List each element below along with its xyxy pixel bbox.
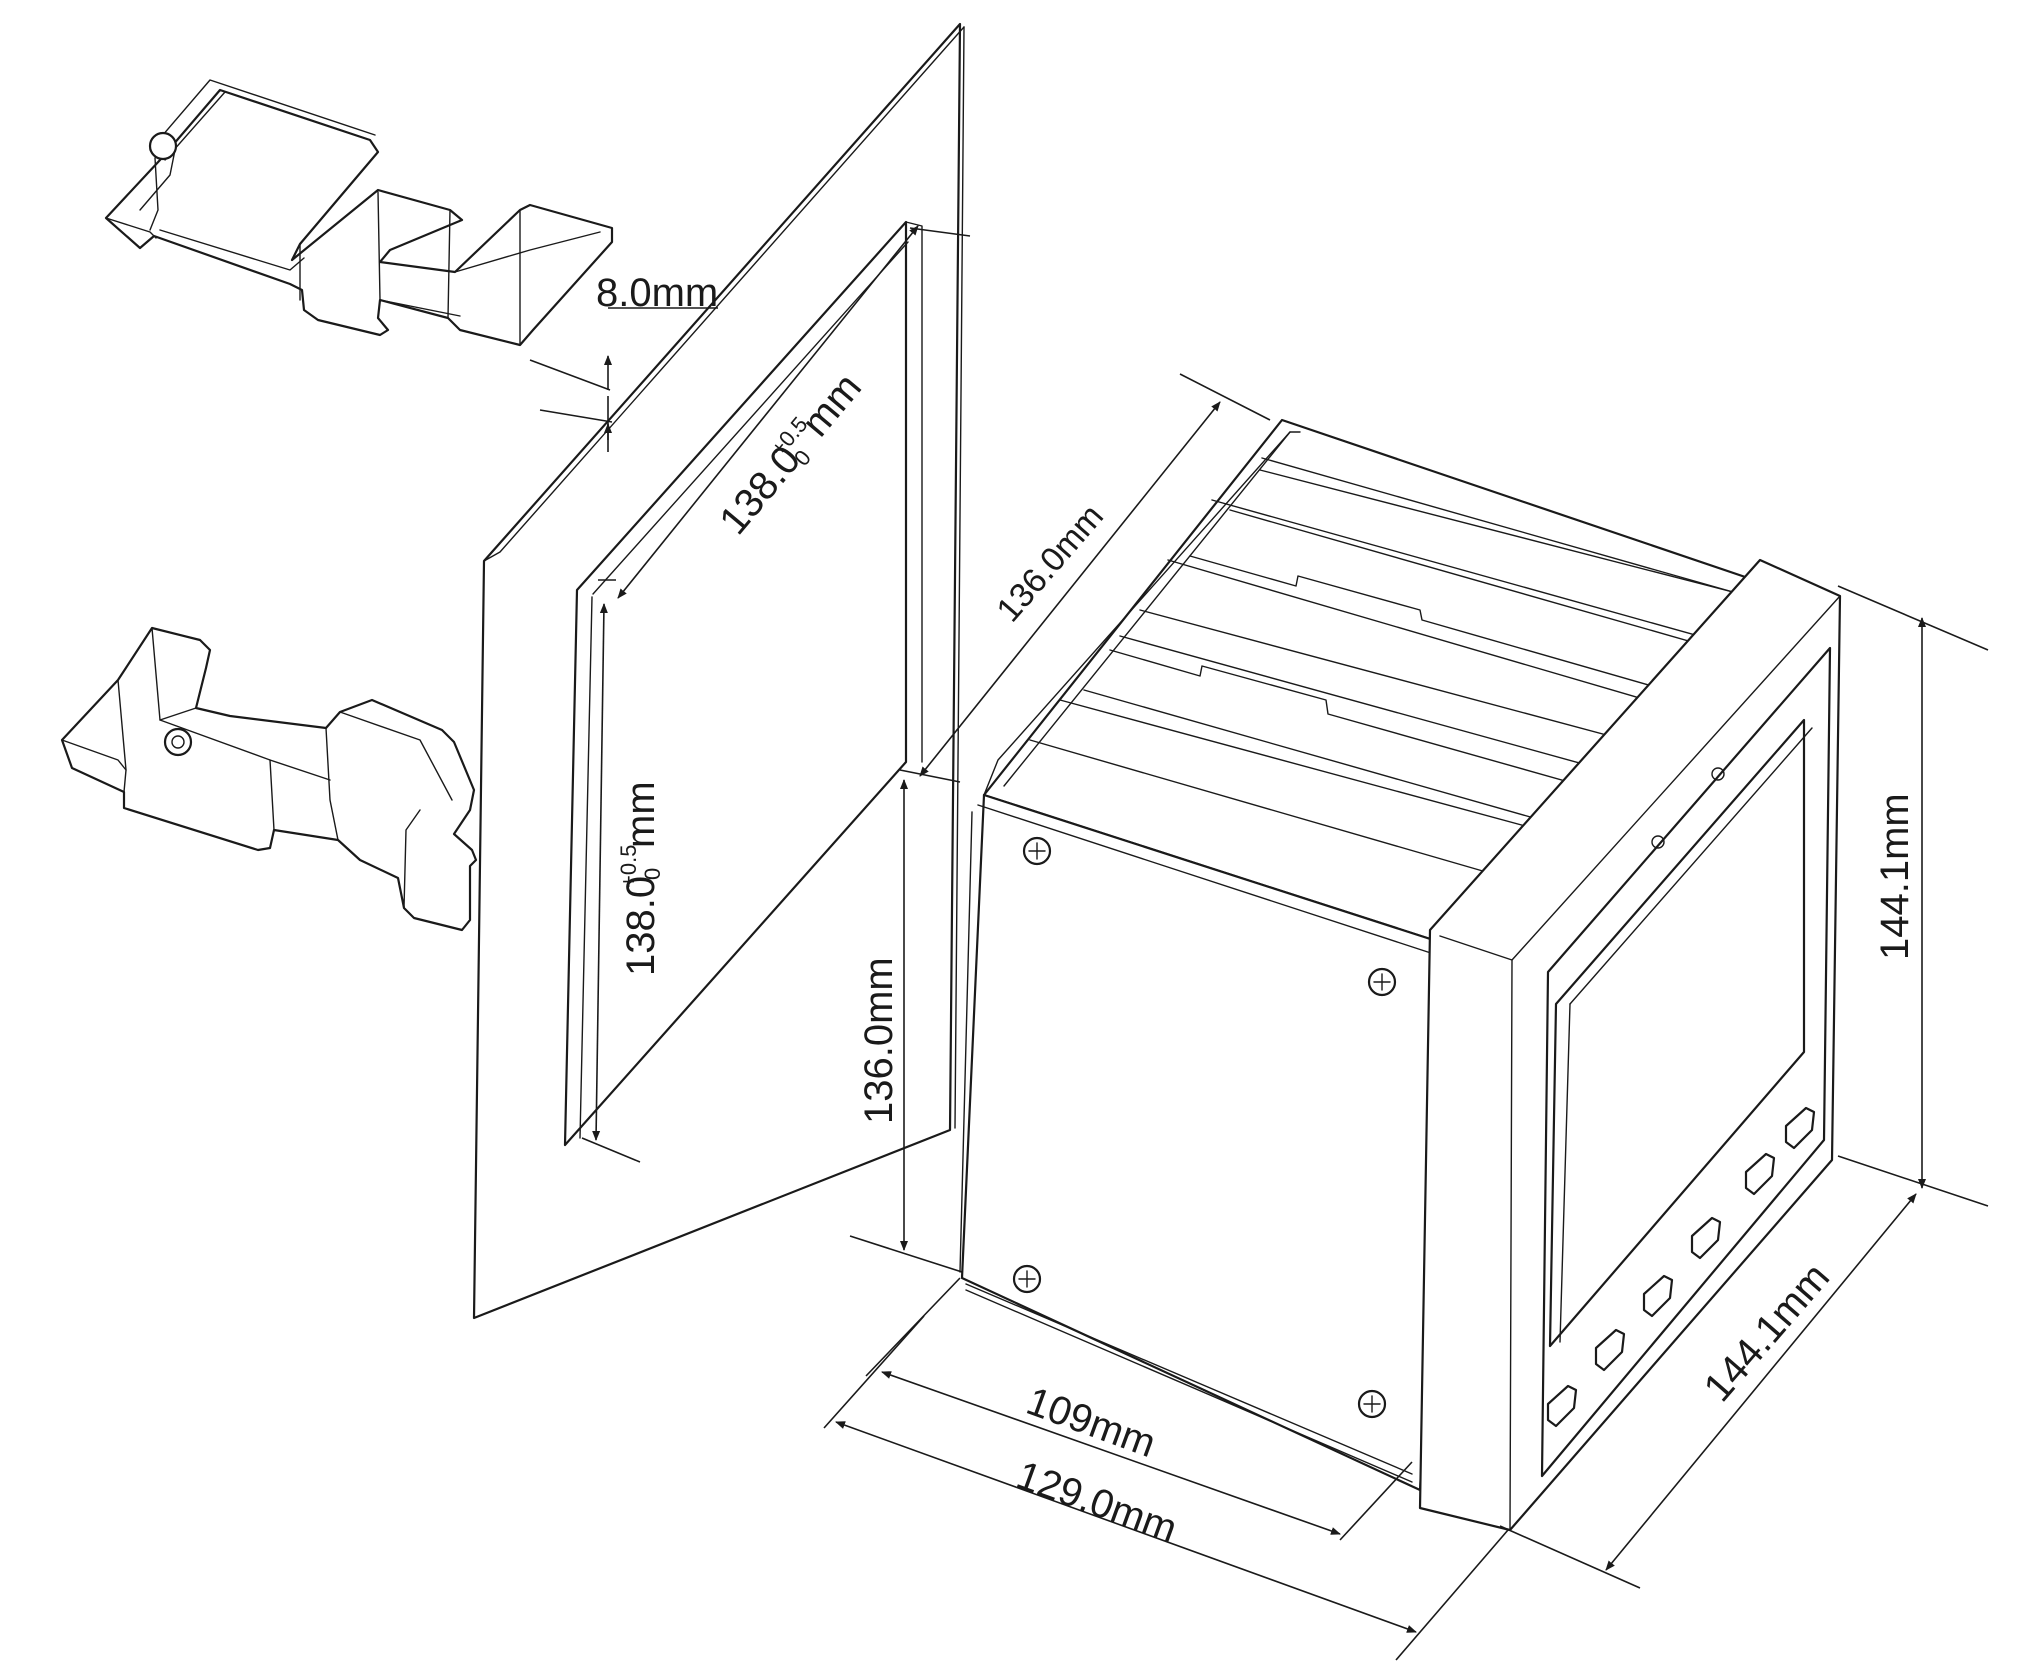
cutout-height-tol-lower: 0 xyxy=(640,868,665,880)
key-button xyxy=(1546,1384,1578,1428)
front-height-label: 144.1mm xyxy=(1873,793,1917,960)
clip-screw-icon xyxy=(148,131,178,161)
screw-icon xyxy=(1022,836,1052,866)
key-button xyxy=(1784,1106,1816,1150)
screw-icon xyxy=(1367,967,1397,997)
body-height-rear-label: 136.0mm xyxy=(857,957,901,1124)
mounting-clip-upper xyxy=(104,79,614,347)
cutout-height-value: 138.0 xyxy=(619,876,663,976)
total-depth-label: 129.0mm xyxy=(1011,1453,1183,1551)
mounting-clip-lower xyxy=(60,626,478,932)
cutout-height-unit: mm xyxy=(619,781,663,848)
dimension-lines xyxy=(529,225,1989,1661)
panel-meter xyxy=(959,418,1842,1532)
rear-panel-depth-label: 109mm xyxy=(1021,1379,1161,1466)
cutout-height-tol-upper: +0.5 xyxy=(616,845,641,888)
screw-icon xyxy=(1012,1264,1042,1294)
key-button xyxy=(1744,1152,1776,1196)
display-window xyxy=(1548,718,1806,1348)
clip-screw-icon xyxy=(163,727,193,757)
cutout-height-label: 138.0 +0.5 0 mm xyxy=(616,781,665,976)
clip-gap-label: 8.0mm xyxy=(596,271,718,315)
screw-icon xyxy=(1357,1389,1387,1419)
body-depth-top-label: 136.0mm xyxy=(989,497,1111,629)
